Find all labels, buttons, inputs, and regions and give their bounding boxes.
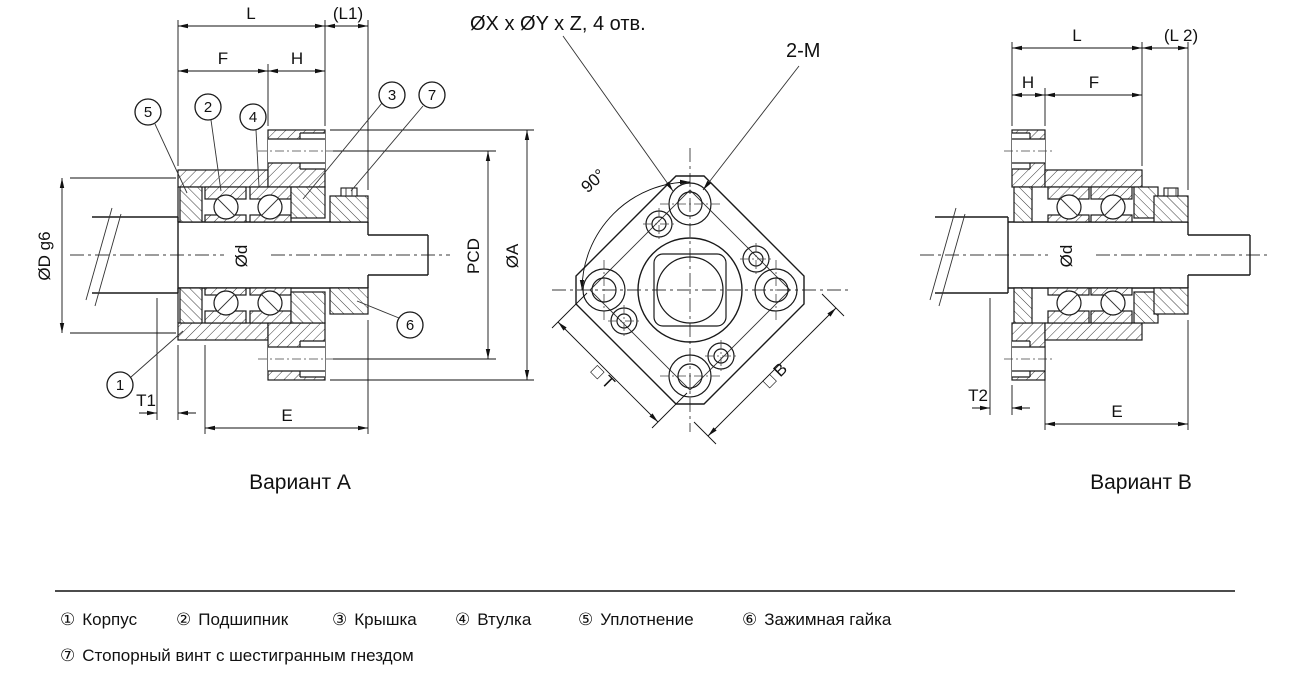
- legend-num-6: ⑥: [742, 610, 757, 629]
- legend-label-5: Уплотнение: [600, 610, 693, 629]
- variant-a-caption: Вариант A: [249, 471, 351, 494]
- front-view: 90° ØX x ØY x Z, 4 отв. 2-M □ T □ B: [470, 13, 852, 445]
- legend-num-5: ⑤: [578, 610, 593, 629]
- bearing-section: [204, 186, 292, 324]
- variant-b-caption: Вариант B: [1090, 471, 1192, 494]
- legend-item-3: ③ Крышка: [332, 610, 417, 629]
- legend-item-4: ④ Втулка: [455, 610, 532, 629]
- balloon-3: 3: [302, 81, 406, 200]
- balloon-3-number: 3: [388, 87, 396, 104]
- legend-label-4: Втулка: [477, 610, 532, 629]
- locknut-section-b: [1153, 195, 1189, 223]
- legend-label-2: Подшипник: [198, 610, 288, 629]
- legend-num-3: ③: [332, 610, 347, 629]
- balloon-7: 7: [350, 81, 446, 192]
- center-bore: [637, 237, 743, 343]
- legend-num-2: ②: [176, 610, 191, 629]
- dim-T1-a: T1: [136, 391, 156, 410]
- balloon-1: 1: [106, 330, 184, 399]
- legend-label-3: Крышка: [354, 610, 417, 629]
- balloon-5: 5: [134, 98, 188, 194]
- holes-note: ØX x ØY x Z, 4 отв.: [470, 13, 646, 35]
- legend-label-7: Стопорный винт с шестигранным гнездом: [82, 646, 413, 665]
- variant-a-view: L (L1) F H ØD g6 Ød PCD ØA T1 E: [35, 4, 534, 494]
- dim-E-a: E: [281, 406, 292, 425]
- bearing-section-b: [1047, 186, 1133, 324]
- balloon-4-number: 4: [249, 109, 257, 126]
- balloon-2: 2: [194, 93, 222, 192]
- balloon-6: 6: [356, 300, 424, 339]
- balloon-2-number: 2: [204, 99, 212, 116]
- setscrew-section: [340, 187, 358, 197]
- dim-d-b: Ød: [1057, 245, 1076, 268]
- angle-label: 90°: [577, 165, 609, 196]
- legend-item-2: ② Подшипник: [176, 610, 289, 629]
- dim-L-b: L: [1072, 26, 1081, 45]
- dim-A-a: ØA: [503, 243, 522, 268]
- dim-PCD-a: PCD: [464, 238, 483, 274]
- legend-item-7: ⑦ Стопорный винт с шестигранным гнездом: [60, 646, 414, 665]
- dim-D-a: ØD g6: [35, 231, 54, 280]
- dim-d-a: Ød: [232, 245, 251, 268]
- legend-num-4: ④: [455, 610, 470, 629]
- balloon-5-number: 5: [144, 104, 152, 121]
- dim-T2-b: T2: [968, 386, 988, 405]
- setscrew-section-b: [1163, 187, 1179, 197]
- dim-square-T: □ T: [587, 362, 618, 393]
- dim-L1-a: (L1): [333, 4, 363, 23]
- legend-item-5: ⑤ Уплотнение: [578, 610, 694, 629]
- variant-b-view: Ød L (L 2) H F T2 E Вариант B: [920, 26, 1268, 494]
- legend-item-1: ① Корпус: [60, 610, 138, 629]
- legend-item-6: ⑥ Зажимная гайка: [742, 610, 892, 629]
- balloon-4: 4: [239, 103, 267, 188]
- balloon-6-number: 6: [406, 317, 414, 334]
- locknut-section: [329, 195, 369, 223]
- balloon-1-number: 1: [116, 377, 124, 394]
- cover-section: [290, 186, 326, 219]
- dim-H-b: H: [1022, 73, 1034, 92]
- dim-E-b: E: [1111, 402, 1122, 421]
- dim-L-a: L: [246, 4, 255, 23]
- housing-section-b: [1044, 169, 1143, 188]
- legend-label-6: Зажимная гайка: [764, 610, 892, 629]
- dim-H-a: H: [291, 49, 303, 68]
- legend-label-1: Корпус: [82, 610, 137, 629]
- dim-L2-b: (L 2): [1164, 26, 1198, 45]
- balloon-7-number: 7: [428, 87, 436, 104]
- dim-square-B: □ B: [759, 359, 791, 391]
- thread-label: 2-M: [786, 40, 820, 62]
- seal-section-b: [1013, 186, 1033, 223]
- dim-F-b: F: [1089, 73, 1099, 92]
- housing-section: [177, 169, 269, 188]
- seal-section: [179, 186, 203, 223]
- legend: ① Корпус ② Подшипник ③ Крышка ④ Втулка ⑤ Упло…: [55, 590, 1235, 665]
- legend-num-7: ⑦: [60, 646, 75, 665]
- legend-num-1: ①: [60, 610, 75, 629]
- dim-F-a: F: [218, 49, 228, 68]
